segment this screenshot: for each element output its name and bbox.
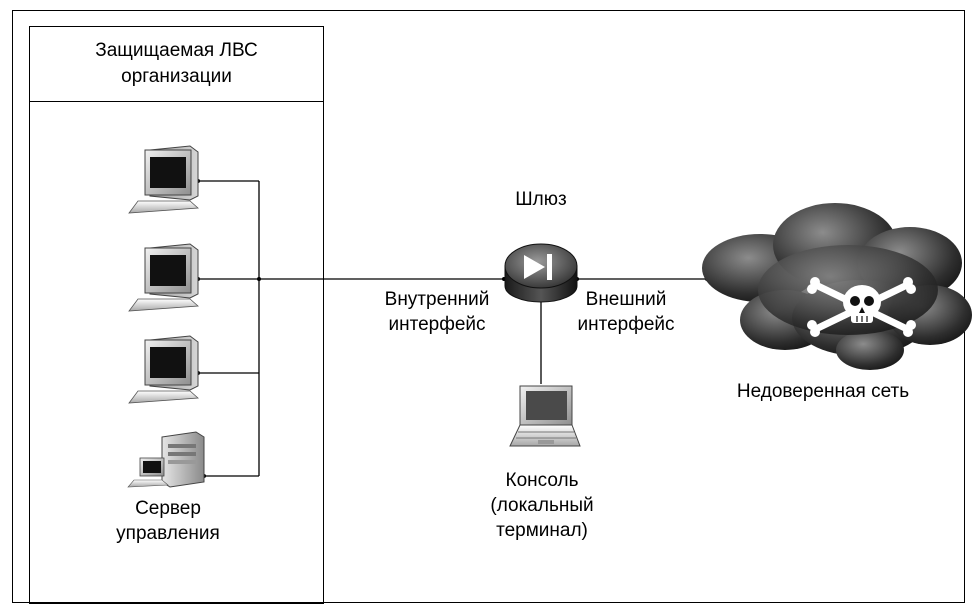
malicious-cloud-icon xyxy=(702,203,972,370)
protected-lan-title: Защищаемая ЛВС организации xyxy=(29,26,324,102)
console-label: Консоль (локальный терминал) xyxy=(490,470,594,541)
laptop-icon xyxy=(509,385,581,447)
internal-interface-label: Внутренний интерфейс xyxy=(384,289,490,335)
protected-lan-title-text: Защищаемая ЛВС организации xyxy=(95,39,258,87)
workstation-icon xyxy=(128,335,199,404)
server-icon xyxy=(127,431,205,488)
external-interface-label: Внешний интерфейс xyxy=(577,289,675,335)
protected-lan-box xyxy=(29,26,324,604)
workstation-icon xyxy=(128,145,199,214)
workstation-icon xyxy=(128,243,199,312)
management-server-label: Сервер управления xyxy=(116,498,220,544)
untrusted-network-label: Недоверенная сеть xyxy=(736,381,910,402)
connection-lines xyxy=(200,180,707,477)
router-icon xyxy=(504,243,578,303)
gateway-label: Шлюз xyxy=(515,189,567,210)
skull-crossbones-icon xyxy=(807,277,916,337)
